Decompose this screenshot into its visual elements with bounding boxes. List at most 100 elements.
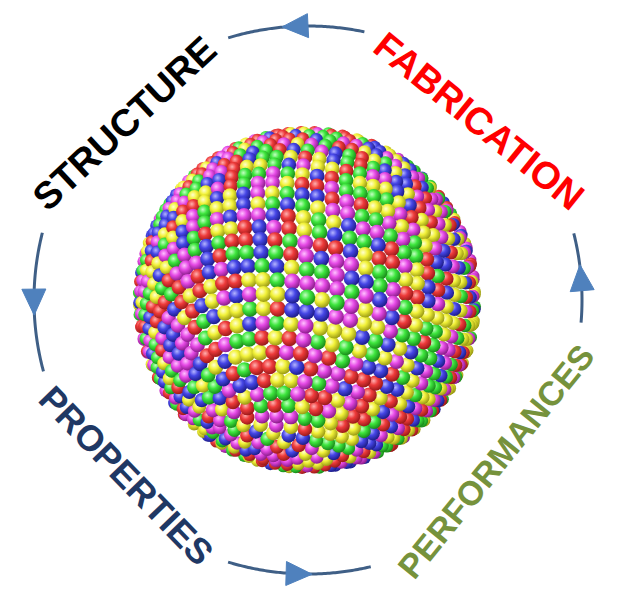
arrow-head: [570, 265, 594, 292]
atom-ball: [239, 245, 255, 261]
atom-ball: [262, 359, 278, 375]
atom-ball: [385, 255, 400, 270]
atom-ball: [284, 274, 300, 290]
atom-ball: [351, 343, 367, 359]
stage-text: PROPERTIES: [31, 379, 221, 573]
atom-ball: [255, 272, 271, 288]
atom-ball: [228, 273, 244, 289]
atom-ball: [212, 248, 227, 263]
atom-ball: [338, 339, 354, 355]
atom-ball: [225, 246, 240, 261]
atom-ball: [282, 330, 298, 346]
atom-ball: [342, 312, 358, 328]
atom-ball: [299, 275, 315, 291]
atom-ball: [289, 359, 305, 375]
cycle-stage: PROPERTIES: [27, 375, 225, 578]
cycle-arrow: [228, 561, 371, 585]
arrow-head: [286, 561, 312, 585]
arrow-head: [22, 289, 46, 315]
atom-ball: [370, 319, 386, 335]
atom-ball: [270, 301, 286, 317]
atom-ball: [241, 272, 257, 288]
atom-ball: [269, 259, 285, 275]
atom-ball: [358, 260, 374, 276]
atom-ball: [240, 258, 256, 274]
cycle-arrow: [22, 233, 46, 372]
atom-ball: [284, 302, 300, 318]
atom-ball: [340, 326, 356, 342]
cycle-stage: PERFORMANCES: [387, 334, 606, 591]
atom-ball: [268, 245, 284, 261]
atom-ball: [312, 320, 328, 336]
atom-ball: [328, 254, 344, 270]
stage-text: FABRICATION: [365, 25, 591, 219]
atom-ball: [242, 301, 258, 317]
cycle-stage: FABRICATION: [361, 21, 596, 223]
atom-ball: [343, 257, 359, 273]
stage-text: PERFORMANCES: [392, 338, 603, 586]
atom-ball: [257, 373, 272, 388]
atom-ball: [343, 298, 359, 314]
atom-ball: [227, 260, 243, 276]
atom-ball: [321, 350, 337, 366]
atom-ball: [385, 296, 400, 311]
atom-ball: [270, 272, 286, 288]
atom-ball: [358, 288, 374, 304]
atom-ball: [283, 316, 299, 332]
atom-ball: [354, 329, 370, 345]
atom-ball: [265, 344, 281, 360]
atom-ball: [284, 288, 300, 304]
atom-ball: [307, 348, 323, 364]
atom-ball: [370, 238, 385, 253]
atom-ball: [372, 264, 388, 280]
atom-ball: [314, 264, 330, 280]
atom-ball: [371, 251, 387, 267]
atom-ball: [326, 323, 342, 339]
atom-ball: [293, 346, 309, 362]
atom-ball: [313, 306, 329, 322]
atom-ball: [329, 281, 345, 297]
atom-ball: [279, 345, 295, 361]
atom-ball: [358, 274, 374, 290]
atom-ball: [385, 268, 400, 283]
atom-ball: [303, 361, 319, 377]
atom-ball: [334, 353, 350, 369]
atom-ball: [275, 359, 291, 375]
atom-ball: [329, 267, 345, 283]
atom-ball: [256, 286, 272, 302]
arrow-head: [282, 14, 309, 38]
atom-ball: [383, 228, 398, 243]
atom-ball: [269, 315, 285, 331]
atom-ball: [296, 332, 312, 348]
atom-ball: [270, 372, 286, 388]
atom-ball: [371, 306, 387, 322]
stage-text: STRUCTURE: [25, 29, 225, 219]
atom-ball: [255, 315, 271, 331]
atom-ball: [270, 286, 286, 302]
atom-ball: [368, 333, 384, 349]
atom-ball: [299, 289, 315, 305]
atom-ball: [298, 318, 314, 334]
atom-ball: [254, 258, 270, 274]
atom-ball: [310, 334, 326, 350]
atom-ball: [298, 248, 314, 264]
atom-ball: [283, 246, 299, 262]
cycle-arrow: [570, 233, 594, 322]
atom-ball: [242, 286, 258, 302]
atom-ball: [357, 302, 373, 318]
atom-ball: [329, 295, 345, 311]
atom-ball: [299, 262, 315, 278]
atom-ball: [384, 241, 399, 256]
atom-ball: [356, 316, 372, 332]
atom-ball: [372, 278, 388, 294]
atom-ball: [314, 292, 330, 308]
atom-ball: [256, 300, 272, 316]
atom-ball: [344, 284, 360, 300]
atom-ball: [313, 251, 329, 267]
atom-ball: [254, 330, 270, 346]
atom-ball: [348, 356, 364, 372]
atom-ball: [268, 330, 284, 346]
